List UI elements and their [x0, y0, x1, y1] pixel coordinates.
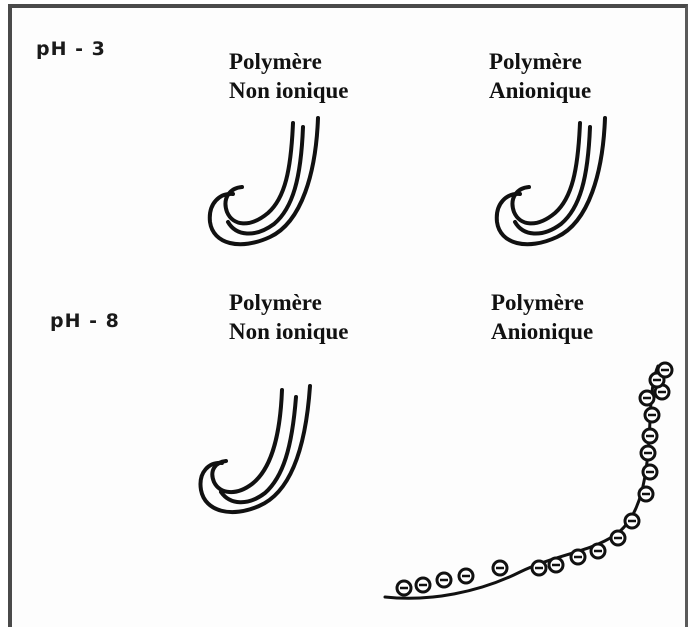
ph3-anionic-coil [497, 118, 605, 244]
anionic-charges [397, 363, 672, 595]
ph8-anionic-chain [385, 366, 658, 598]
ph8-nonionic-coil [201, 386, 310, 512]
ph3-nonionic-coil [210, 118, 318, 244]
